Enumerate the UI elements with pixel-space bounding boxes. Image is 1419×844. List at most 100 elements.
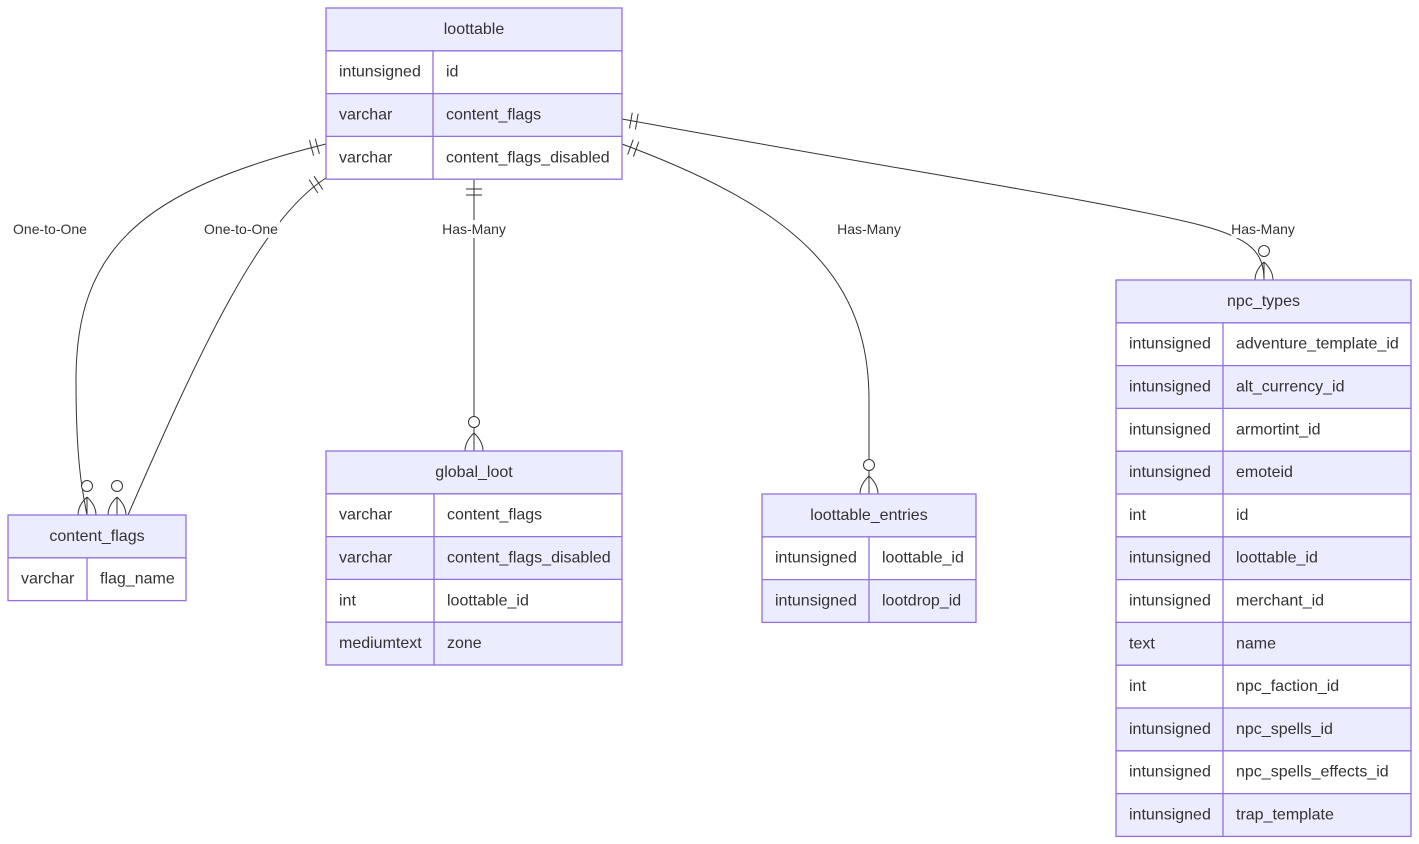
relationship-label: One-to-One: [11, 220, 89, 238]
entity-header: [326, 8, 622, 51]
cardinality-zero-circle: [1258, 245, 1270, 257]
cardinality-crowfoot: [1254, 261, 1265, 281]
attribute-name: loottable_id: [882, 550, 964, 567]
attribute-type: intunsigned: [1129, 721, 1211, 738]
cardinality-crowfoot: [868, 475, 879, 495]
attribute-name: id: [446, 64, 458, 81]
attribute-name: id: [1236, 507, 1248, 524]
relationship-loottable-to-npc_types: [621, 112, 1274, 281]
attribute-name: loottable_id: [447, 592, 529, 609]
attribute-name: content_flags: [447, 507, 542, 524]
attribute-row: [1116, 579, 1411, 623]
attribute-row: [326, 50, 622, 94]
attribute-name: content_flags: [446, 107, 541, 124]
relationship-label: Has-Many: [837, 220, 901, 238]
relationship-label: Has-Many: [442, 220, 506, 238]
cardinality-one-bar: [308, 140, 315, 156]
relationship-loottable-to-loottable_entries: [621, 139, 879, 495]
cardinality-zero-circle: [111, 480, 123, 492]
attribute-row: [1116, 793, 1411, 837]
attribute-name: adventure_template_id: [1236, 336, 1399, 353]
attribute-row: [1116, 322, 1411, 366]
cardinality-one-bar: [634, 113, 639, 130]
label-background: [442, 220, 506, 238]
attribute-type: intunsigned: [775, 593, 857, 610]
attribute-type: intunsigned: [1129, 336, 1211, 353]
cardinality-zero-circle: [81, 480, 93, 492]
entity-header: [762, 494, 976, 537]
relationship-loottable-to-content_flags: [107, 175, 327, 516]
cardinality-crowfoot: [107, 496, 118, 516]
relationship-label: Has-Many: [1231, 220, 1295, 238]
attribute-row: [326, 493, 622, 537]
entity-border: [1115, 279, 1412, 838]
attribute-row: [326, 136, 622, 180]
entity-header: [326, 451, 622, 494]
attribute-name: content_flags_disabled: [446, 149, 610, 166]
cardinality-crowfoot: [473, 432, 484, 452]
attribute-row: [1116, 665, 1411, 708]
attribute-type: mediumtext: [339, 635, 422, 652]
attribute-type: varchar: [21, 571, 75, 588]
relationship-labels-layer: One-to-One One-to-One Has-Many Has-Many Has-…: [11, 220, 1295, 238]
attribute-row: [326, 536, 622, 580]
entity-header: [1116, 280, 1411, 323]
attribute-type: varchar: [339, 550, 393, 567]
relationship-label: One-to-One: [202, 220, 280, 238]
relationships-layer: [75, 112, 1274, 516]
cardinality-one-bar: [628, 112, 633, 129]
cardinality-crowfoot: [859, 475, 870, 495]
entity-title: global_loot: [435, 464, 513, 481]
attribute-type: text: [1129, 635, 1155, 652]
attribute-name: zone: [447, 635, 482, 652]
attribute-name: name: [1236, 635, 1276, 652]
attribute-name: flag_name: [100, 571, 175, 588]
attribute-row: [1116, 536, 1411, 580]
cardinality-one-bar: [314, 138, 320, 155]
attribute-type: int: [1129, 507, 1146, 524]
attribute-name: npc_faction_id: [1236, 678, 1339, 695]
attribute-name: npc_spells_id: [1236, 721, 1333, 738]
attribute-row: [1116, 622, 1411, 666]
relationship-label-text: Has-Many: [442, 221, 506, 237]
cardinality-one-bar: [632, 141, 640, 157]
entity-title: content_flags: [49, 528, 144, 545]
entity-title: loottable_entries: [810, 507, 927, 524]
attribute-row: [1116, 408, 1411, 452]
attribute-name: lootdrop_id: [882, 593, 961, 610]
relationship-line: [621, 118, 1265, 281]
cardinality-one-bar: [313, 175, 324, 190]
attribute-row: [1116, 708, 1411, 751]
cardinality-zero-circle: [468, 416, 480, 428]
attribute-type: intunsigned: [1129, 379, 1211, 396]
attribute-name: alt_currency_id: [1236, 379, 1345, 396]
cardinality-crowfoot: [116, 496, 127, 516]
attribute-name: merchant_id: [1236, 593, 1324, 610]
label-background: [202, 220, 280, 238]
relationship-line: [127, 177, 327, 516]
entity-border: [761, 493, 977, 624]
cardinality-zero-circle: [863, 459, 875, 471]
relationship-label-text: Has-Many: [837, 221, 901, 237]
attribute-type: varchar: [339, 149, 393, 166]
attribute-type: int: [339, 592, 356, 609]
relationship-label-text: Has-Many: [1231, 221, 1295, 237]
attribute-type: intunsigned: [775, 550, 857, 567]
entity-title: loottable: [444, 21, 505, 38]
cardinality-crowfoot: [464, 432, 475, 452]
attribute-row: [1116, 750, 1411, 794]
attribute-name: content_flags_disabled: [447, 550, 611, 567]
label-background: [1231, 220, 1295, 238]
entity-border: [7, 514, 187, 602]
attribute-row: [1116, 494, 1411, 537]
cardinality-one-bar: [308, 179, 319, 194]
relationship-label-text: One-to-One: [204, 221, 278, 237]
attribute-row: [1116, 365, 1411, 409]
attribute-row: [1116, 451, 1411, 494]
attribute-type: varchar: [339, 107, 393, 124]
entity-loottable-entries[interactable]: loottable_entries intunsigned loottable_id…: [761, 493, 977, 624]
